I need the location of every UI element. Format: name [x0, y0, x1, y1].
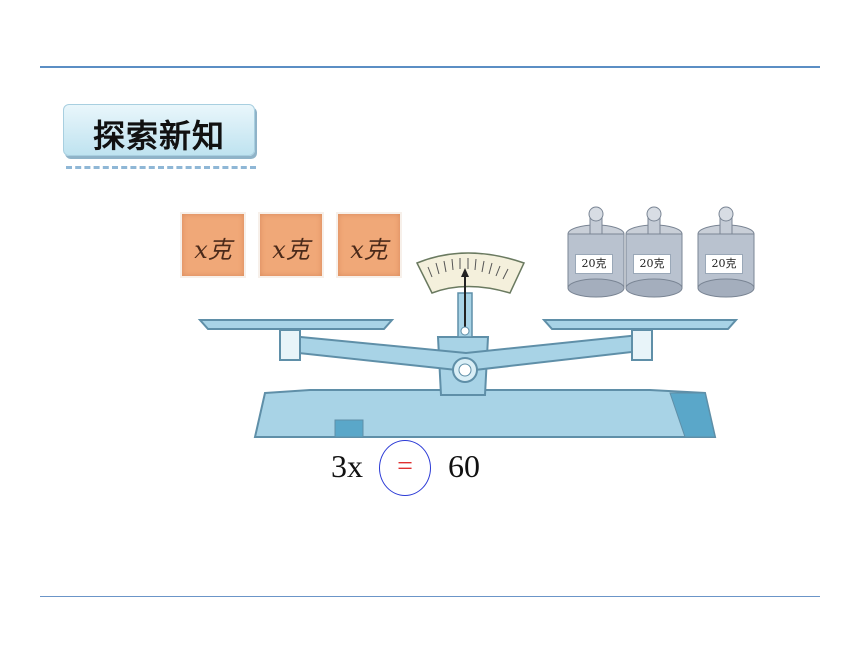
- scale-base-notch: [334, 419, 364, 438]
- unknown-weight-box-3: x克: [336, 212, 402, 278]
- title-underline: [66, 166, 256, 169]
- bottom-divider: [40, 596, 820, 597]
- equation-left: 3x: [331, 448, 363, 484]
- box-label: x克: [272, 236, 310, 264]
- balance-scale: [197, 206, 755, 438]
- weight-label-1: 20克: [575, 254, 613, 274]
- weight-3: [697, 206, 755, 298]
- left-pan-support: [279, 329, 301, 361]
- weight-label-3: 20克: [705, 254, 743, 274]
- left-pan: [197, 319, 395, 330]
- unknown-weight-box-1: x克: [180, 212, 246, 278]
- unknown-weight-box-2: x克: [258, 212, 324, 278]
- scale-base-foot-right: [669, 392, 716, 438]
- right-pan: [541, 319, 739, 330]
- scale-dial: [415, 252, 526, 294]
- weight-label-2: 20克: [633, 254, 671, 274]
- scale-base: [253, 389, 717, 438]
- relation-circle: =: [379, 440, 431, 496]
- equation-right: 60: [448, 448, 480, 484]
- box-label: x克: [350, 236, 388, 264]
- weight-2: [625, 206, 683, 298]
- section-title: 探索新知: [92, 117, 225, 155]
- box-label: x克: [194, 236, 232, 264]
- section-title-badge: 探索新知: [63, 104, 255, 156]
- weight-1: [567, 206, 625, 298]
- top-divider: [40, 66, 820, 68]
- relation-sign: =: [397, 451, 413, 482]
- right-pan-support: [631, 329, 653, 361]
